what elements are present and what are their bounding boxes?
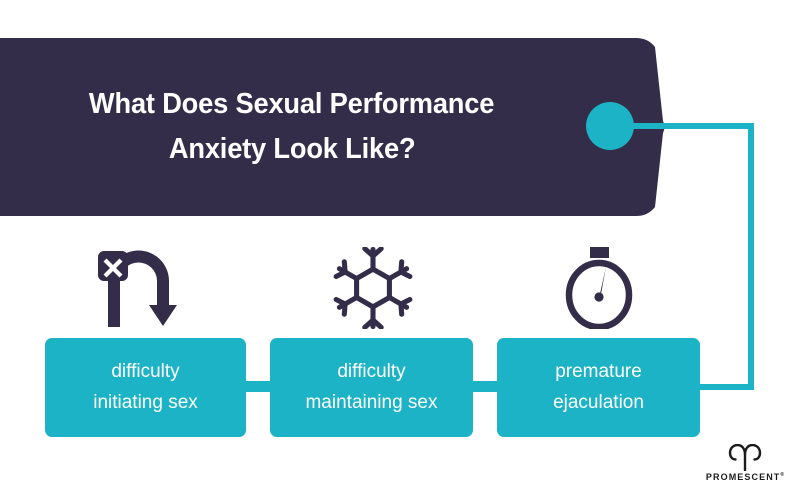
flow-box-2-line-2: maintaining sex (305, 391, 438, 413)
flow-box-1-line-2: initiating sex (93, 391, 198, 413)
box-connector-2-3 (470, 381, 500, 392)
flow-box-1-line-1: difficulty (111, 361, 180, 383)
flow-box-maintaining-sex[interactable]: difficulty maintaining sex (270, 338, 473, 437)
banner-chevron-shape (0, 38, 665, 216)
aries-ram-logo-icon (728, 444, 762, 471)
snowflake-icon (333, 247, 413, 329)
page-title: What Does Sexual Performance Anxiety Loo… (0, 38, 600, 216)
trademark-symbol: ® (780, 472, 785, 478)
flow-box-premature-ejaculation[interactable]: premature ejaculation (497, 338, 700, 437)
stopwatch-icon (565, 247, 633, 329)
flow-box-initiating-sex[interactable]: difficulty initiating sex (45, 338, 246, 437)
brand-wordmark: PROMESCENT® (706, 472, 784, 482)
brand-logo: PROMESCENT® (702, 444, 788, 490)
header-banner: What Does Sexual Performance Anxiety Loo… (0, 38, 666, 216)
icon-slot-maintaining (313, 243, 433, 329)
page-title-line-1: What Does Sexual Performance (89, 88, 495, 121)
icon-slot-premature (539, 243, 659, 329)
icon-slot-initiating (85, 243, 205, 329)
flow-box-3-line-2: ejaculation (553, 391, 644, 413)
page-title-line-2: Anxiety Look Like? (168, 133, 416, 165)
u-turn-arrow-blocked-icon (98, 250, 177, 327)
flow-box-2-line-1: difficulty (337, 361, 406, 383)
flow-box-3-line-1: premature (555, 361, 642, 383)
box-connector-1-2 (243, 381, 273, 392)
brand-wordmark-text: PROMESCENT (705, 472, 781, 482)
